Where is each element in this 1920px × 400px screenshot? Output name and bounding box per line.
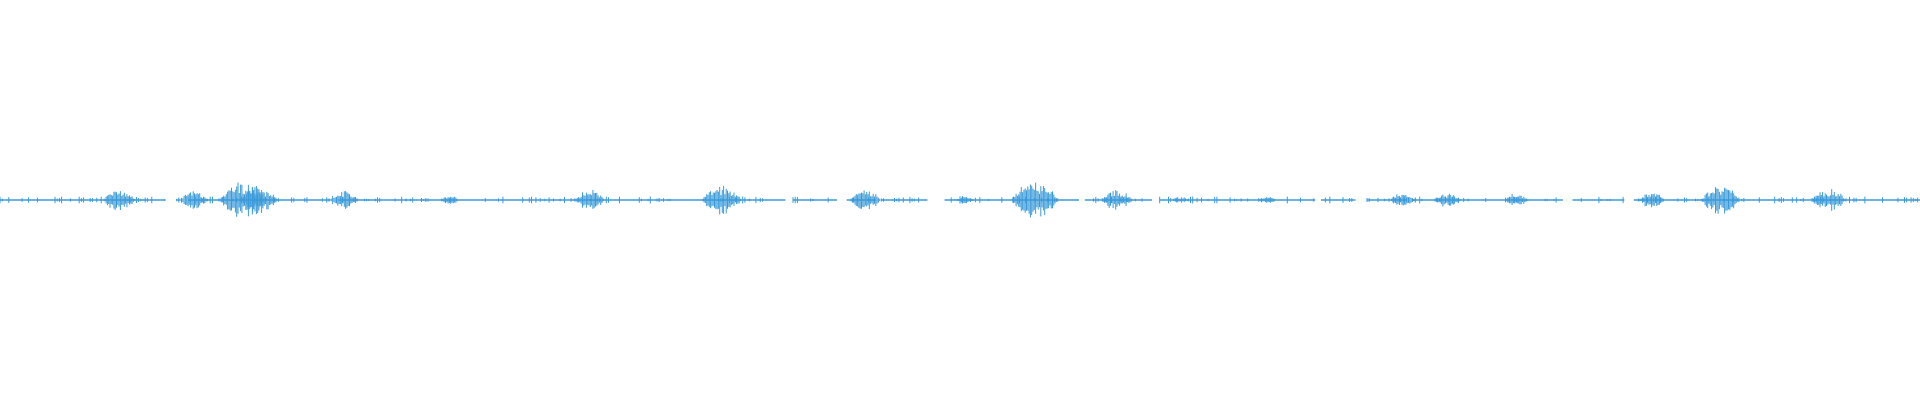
waveform-burst bbox=[1259, 197, 1275, 203]
waveform-burst bbox=[1173, 197, 1189, 203]
waveform-burst bbox=[1391, 194, 1416, 206]
waveform-burst bbox=[1434, 193, 1461, 207]
waveform-burst bbox=[1102, 190, 1132, 210]
waveform-burst bbox=[441, 196, 458, 204]
waveform-burst bbox=[240, 186, 278, 215]
waveform-burst bbox=[1700, 187, 1740, 214]
waveform-burst bbox=[1013, 182, 1059, 218]
waveform-burst bbox=[1505, 194, 1529, 205]
waveform-burst bbox=[850, 190, 881, 209]
waveform-burst bbox=[954, 196, 974, 204]
waveform-burst bbox=[103, 191, 136, 210]
waveform-burst bbox=[1813, 189, 1847, 211]
waveform-burst bbox=[179, 191, 208, 209]
waveform-burst bbox=[329, 191, 358, 209]
waveform-burst bbox=[574, 189, 604, 209]
waveform-burst bbox=[702, 185, 741, 215]
waveform-burst bbox=[1638, 193, 1664, 208]
waveform-trace bbox=[0, 182, 1920, 218]
